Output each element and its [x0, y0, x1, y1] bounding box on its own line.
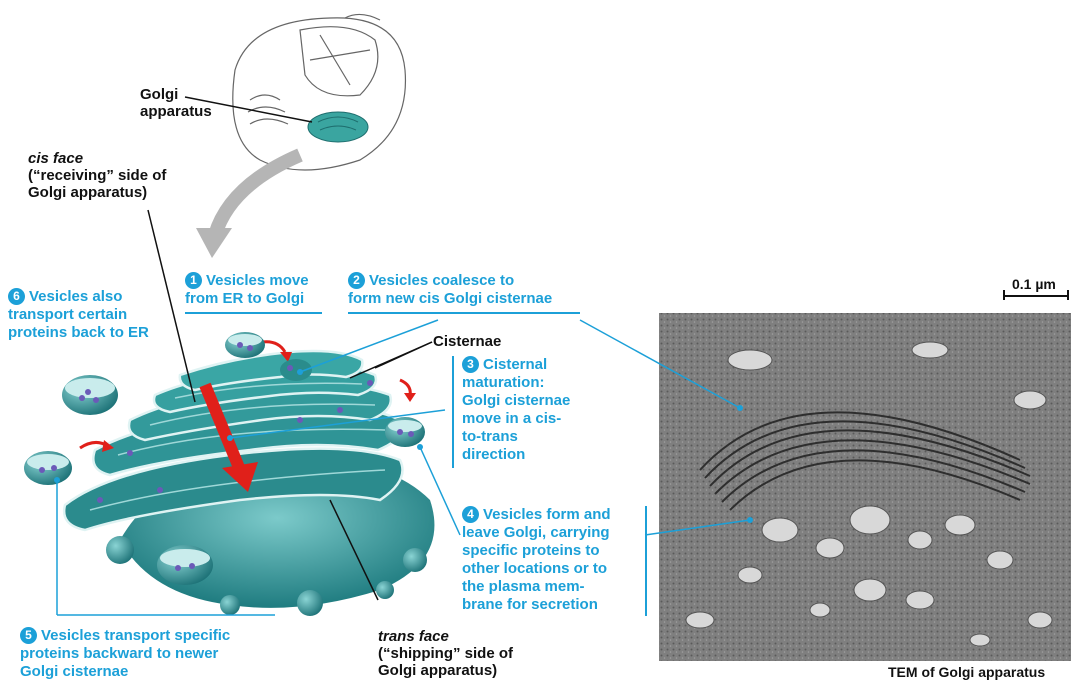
step-6-number: 6: [8, 288, 25, 305]
step-2-number: 2: [348, 272, 365, 289]
step-1-number: 1: [185, 272, 202, 289]
cisternae-label: Cisternae: [433, 333, 501, 350]
step-1-underline: [185, 312, 322, 314]
step-5-number: 5: [20, 627, 37, 644]
scale-bar-label: 0.1 µm: [1012, 276, 1056, 293]
golgi-apparatus-label: Golgi apparatus: [140, 86, 212, 120]
step-3-bracket: [452, 356, 454, 468]
step-3-number: 3: [462, 356, 479, 373]
cis-face-label: cis face (“receiving” side of Golgi appa…: [28, 150, 166, 201]
tem-caption: TEM of Golgi apparatus: [888, 664, 1045, 681]
trans-face-label: trans face (“shipping” side of Golgi app…: [378, 628, 513, 679]
step-4-bracket: [645, 506, 647, 616]
step-4-number: 4: [462, 506, 479, 523]
step-2-underline: [348, 312, 580, 314]
